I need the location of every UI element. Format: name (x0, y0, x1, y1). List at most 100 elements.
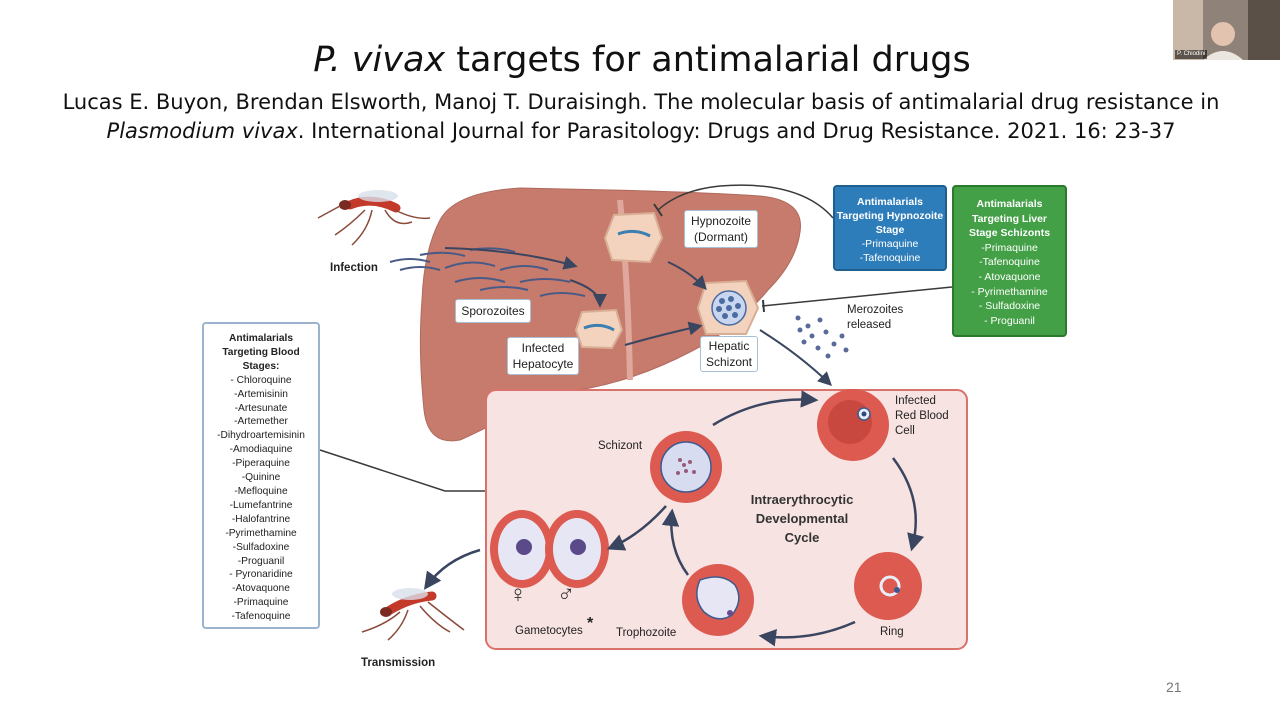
infected-hepatocyte-line-1: Infected (521, 341, 565, 355)
merozoites-line-1: Merozoites (847, 304, 904, 316)
cycle-label: Intraerythrocytic Developmental Cycle (730, 490, 874, 547)
ring-cell (854, 552, 922, 620)
hypnozoite-label-line-2: (Dormant) (693, 230, 748, 244)
blood-box-drug-item: -Artemisinin (234, 388, 288, 400)
blood-box-drug-item: - Chloroquine (230, 374, 292, 386)
arrow-rbc-to-ring (892, 457, 925, 552)
blood-box-drug-item: -Primaquine (233, 597, 289, 609)
blood-box-heading-line: Antimalarials (229, 333, 293, 344)
merozoites-line-2: released (847, 319, 892, 331)
hepatic-schizont-label: Hepatic Schizont (700, 336, 758, 372)
arrow-schizont-to-gametocytes (606, 505, 667, 551)
liver-box-drug-item: - Atovaquone (978, 270, 1041, 283)
blood-box-drug-item: -Artesunate (234, 402, 288, 414)
blood-box-heading-line: Stages: (242, 360, 280, 372)
liver-box-heading-line: Targeting Liver (971, 212, 1048, 225)
blood-box-drug-item: -Piperaquine (232, 458, 290, 470)
cycle-line-1: Intraerythrocytic (750, 492, 854, 507)
hepatic-schizont-line-2: Schizont (705, 355, 753, 369)
hypnozoite-box-heading-line: Antimalarials (857, 196, 923, 208)
hepatic-schizont-line-1: Hepatic (708, 339, 750, 353)
blood-box-drug-item: -Pyrimethamine (225, 527, 297, 539)
blood-box-drug-item: -Quinine (241, 472, 281, 484)
citation: Lucas E. Buyon, Brendan Elsworth, Manoj … (40, 88, 1242, 146)
infected-hepatocyte-label: Infected Hepatocyte (507, 337, 579, 375)
blood-box-drug-item: -Mefloquine (234, 485, 288, 497)
liver-box-drug-list: -Primaquine -Tafenoquine- Atovaquone - Pyr… (954, 241, 1065, 329)
infected-rbc-line-2: Red Blood (895, 410, 949, 422)
mosquito-transmission-icon (361, 588, 465, 641)
hypnozoite-box-drug-item: -Primaquine (861, 238, 919, 250)
blood-box-drug-item: - Pyronaridine (229, 569, 293, 581)
hypnozoite-hepatocyte (603, 211, 664, 264)
merozoites-icon (795, 315, 849, 359)
arrow-schizont-to-blood (759, 329, 833, 386)
hypnozoite-box-heading-line: Targeting Hypnozoite (836, 210, 944, 222)
blood-box-drug-item: -Halofantrine (231, 513, 291, 525)
blood-box-drug-item: -Dihydroartemisinin (217, 430, 305, 442)
slide-title: P. vivax targets for antimalarial drugs (0, 40, 1280, 80)
citation-line-2: . International Journal for Parasitology… (297, 119, 1176, 143)
ring-label: Ring (880, 626, 904, 638)
liver-box-heading-line: Stage Schizonts (968, 227, 1051, 240)
hypnozoite-box-heading-line: Stage (875, 224, 905, 236)
arrow-gametocytes-to-mosquito (423, 548, 481, 590)
liver-box-drug-item: -Primaquine (981, 241, 1038, 254)
merozoites-label: Merozoites released (847, 303, 903, 333)
blood-box-drug-item: -Tafenoquine (231, 611, 291, 623)
arrow-hepatocyte-to-schizont (624, 321, 703, 346)
infected-rbc-label: Infected Red Blood Cell (895, 394, 949, 439)
blood-box-drug-item: -Artemether (234, 416, 288, 428)
citation-italic: Plasmodium vivax (106, 119, 298, 143)
gametocytes-asterisk: * (587, 615, 594, 632)
infection-label: Infection (330, 262, 378, 274)
arrow-hypnozoite-to-schizont (667, 261, 707, 291)
liver-box-drug-item: - Proguanil (984, 314, 1035, 327)
liver-box-drug-item: -Tafenoquine (979, 256, 1040, 269)
blood-box-drug-item: -Proguanil (237, 555, 285, 567)
liver-box-drug-item: - Sulfadoxine (978, 300, 1041, 313)
liver-box-drug-item: - Pyrimethamine (971, 285, 1048, 298)
arrow-schizont-to-rbc (712, 390, 819, 427)
infected-rbc-line-1: Infected (895, 395, 936, 407)
title-rest: targets for antimalarial drugs (445, 40, 971, 80)
arrow-to-hypnozoite (444, 247, 578, 270)
inhibition-line-liver (761, 286, 953, 307)
arrow-to-hepatocyte (569, 279, 607, 308)
sporozoites-label: Sporozoites (455, 299, 531, 323)
cycle-line-3: Cycle (784, 530, 820, 545)
schizont-label: Schizont (598, 440, 643, 452)
citation-line-1: Lucas E. Buyon, Brendan Elsworth, Manoj … (62, 90, 1220, 114)
blood-box-drug-item: -Amodiaquine (229, 444, 293, 456)
hypnozoite-label-line-1: Hypnozoite (690, 214, 752, 228)
blood-box-drug-item: -Lumefantrine (229, 499, 293, 511)
infected-hepatocyte (574, 308, 624, 350)
slide-number: 21 (1166, 679, 1182, 695)
arrow-trophozoite-to-schizont (661, 508, 690, 576)
infected-rbc-line-3: Cell (895, 425, 915, 437)
sporozoites-icon (389, 247, 586, 297)
female-symbol-icon: ♀ (509, 581, 527, 608)
arrow-ring-to-trophozoite (758, 620, 856, 647)
mosquito-infection-icon (317, 190, 431, 246)
inhibition-line-hypnozoite (657, 184, 834, 219)
hypnozoite-box-drug-list: -Primaquine -Tafenoquine (835, 237, 945, 265)
transmission-label: Transmission (361, 657, 436, 669)
blood-box-drug-item: -Atovaquone (232, 583, 290, 595)
trophozoite-label: Trophozoite (616, 627, 677, 639)
infected-hepatocyte-line-2: Hepatocyte (512, 357, 574, 371)
title-italic: P. vivax (313, 40, 446, 80)
blood-box-drug-list: - Chloroquine -Artemisinin -Artesunate -Art… (204, 374, 318, 624)
hypnozoite-box-drug-item: -Tafenoquine (859, 252, 921, 264)
gametocytes-label: Gametocytes (515, 625, 583, 637)
hypnozoite-label: Hypnozoite (Dormant) (684, 210, 758, 248)
webcam-name-label: P. Chiodini (1175, 50, 1208, 59)
inhibition-line-blood (319, 449, 486, 492)
